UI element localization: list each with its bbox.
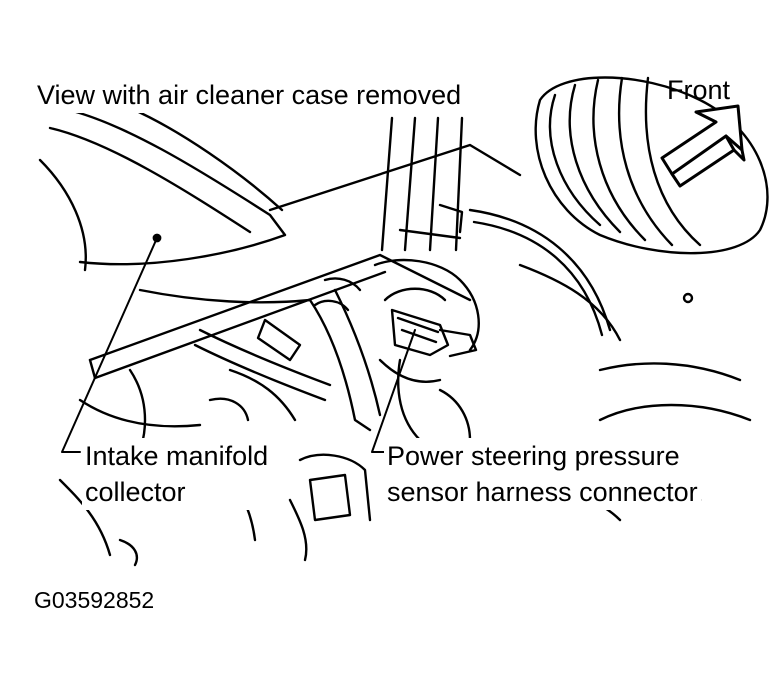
diagram-title: View with air cleaner case removed (34, 77, 465, 113)
strut-bracket (380, 116, 612, 337)
ribbed-boot (518, 76, 769, 382)
front-arrow-icon (660, 104, 746, 188)
callout-line: Power steering pressure (387, 441, 680, 471)
intake-manifold-collector (78, 143, 522, 428)
callout-line: Intake manifold (85, 441, 269, 471)
callout-power-steering-sensor-connector: Power steering pressure sensor harness c… (384, 438, 701, 510)
figure-code: G03592852 (34, 587, 155, 613)
leader-lines (61, 237, 416, 453)
callout-line: sensor harness connector (387, 477, 698, 507)
pressure-sensor-connector (373, 258, 480, 442)
callout-intake-manifold-collector: Intake manifold collector (82, 438, 272, 510)
callout-line: collector (85, 477, 186, 507)
air-intake-duct (38, 106, 312, 304)
front-direction-label: Front (667, 75, 731, 105)
